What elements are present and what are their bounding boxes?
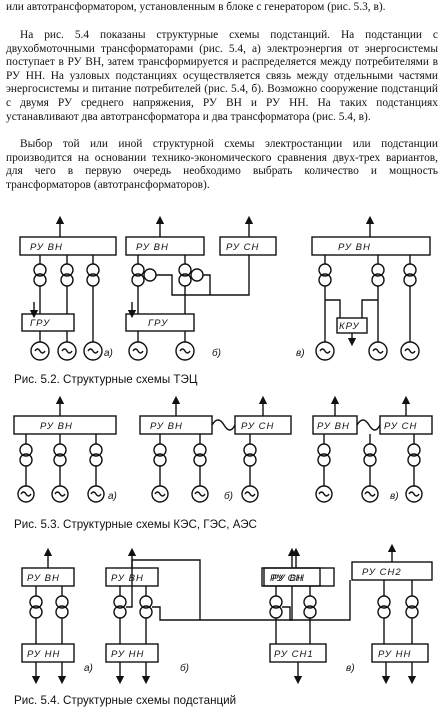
- fig54-v-ru-vn: РУ ВН: [272, 573, 305, 584]
- fig54-a-ru-vn: РУ ВН: [27, 573, 60, 584]
- fig52-v-kru: КРУ: [339, 321, 360, 332]
- fig52-v-label: в): [296, 348, 305, 359]
- fig52-b-ru-vn: РУ ВН: [136, 242, 169, 253]
- figure-5-3: РУ ВН а) РУ ВН РУ СН б) РУ ВН: [13, 395, 433, 503]
- fig53-b-ru-sn: РУ СН: [241, 421, 274, 432]
- fig52-b-gru: ГРУ: [148, 318, 168, 329]
- fig54-a-label: а): [84, 663, 93, 674]
- fig52-v: РУ ВН КРУ в): [296, 215, 431, 361]
- fig54-b-ru-sn: РУ СН: [270, 573, 303, 584]
- paragraph-3: Выбор той или иной структурной схемы эле…: [6, 138, 438, 191]
- fig54-v-ru-sn2: РУ СН2: [362, 567, 402, 578]
- fig53-b: РУ ВН РУ СН б): [139, 395, 292, 503]
- fig53-a-ru-vn: РУ ВН: [40, 421, 73, 432]
- fig54-b-label: б): [180, 662, 189, 674]
- fig54-v-label: в): [346, 663, 355, 674]
- fig54-v-ru-nn: РУ НН: [378, 649, 411, 660]
- fig52-a-gru: ГРУ: [30, 318, 50, 329]
- fig54-b: РУ ВН РУ СН РУ НН б): [105, 547, 321, 685]
- fig52-a-label: а): [104, 348, 113, 359]
- fig54-b-ru-vn: РУ ВН: [111, 573, 144, 584]
- fig52-v-ru-vn: РУ ВН: [338, 242, 371, 253]
- fig54-a-ru-nn: РУ НН: [27, 649, 60, 660]
- fig53-v-ru-vn: РУ ВН: [317, 421, 350, 432]
- paragraph-2: На рис. 5.4 показаны структурные схемы п…: [6, 29, 438, 123]
- figure-5-2: РУ ВН ГРУ а) РУ ВН РУ СН: [19, 215, 431, 361]
- fig52-b: РУ ВН РУ СН ГРУ б): [125, 215, 277, 361]
- fig54-v: РУ ВН РУ СН2 РУ СН1 РУ НН в): [261, 543, 433, 685]
- fig53-b-ru-vn: РУ ВН: [150, 421, 183, 432]
- fig53-v-label: в): [390, 491, 399, 502]
- fig54-v-ru-sn1: РУ СН1: [274, 649, 314, 660]
- caption-fig-5-4: Рис. 5.4. Структурные схемы подстанций: [14, 694, 237, 707]
- fig54-b-ru-nn: РУ НН: [111, 649, 144, 660]
- caption-fig-5-2: Рис. 5.2. Структурные схемы ТЭЦ: [14, 373, 198, 386]
- fig54-a: РУ ВН РУ НН а): [21, 547, 93, 685]
- fig52-a: РУ ВН ГРУ а): [19, 215, 117, 361]
- fig52-b-label: б): [212, 347, 221, 359]
- fig53-v: РУ ВН РУ СН в): [312, 395, 433, 503]
- fig52-b-ru-sn: РУ СН: [226, 242, 259, 253]
- fig53-v-ru-sn: РУ СН: [384, 421, 417, 432]
- figure-5-4: РУ ВН РУ НН а) РУ ВН РУ СН РУ НН: [21, 543, 433, 685]
- fig53-a: РУ ВН а): [13, 395, 117, 503]
- fig53-a-label: а): [108, 491, 117, 502]
- fig52-a-ru-vn: РУ ВН: [30, 242, 63, 253]
- caption-fig-5-3: Рис. 5.3. Структурные схемы КЭС, ГЭС, АЭ…: [14, 518, 257, 531]
- paragraph-1: или автотрансформатором, установленным в…: [6, 1, 386, 13]
- fig53-b-label: б): [224, 490, 233, 502]
